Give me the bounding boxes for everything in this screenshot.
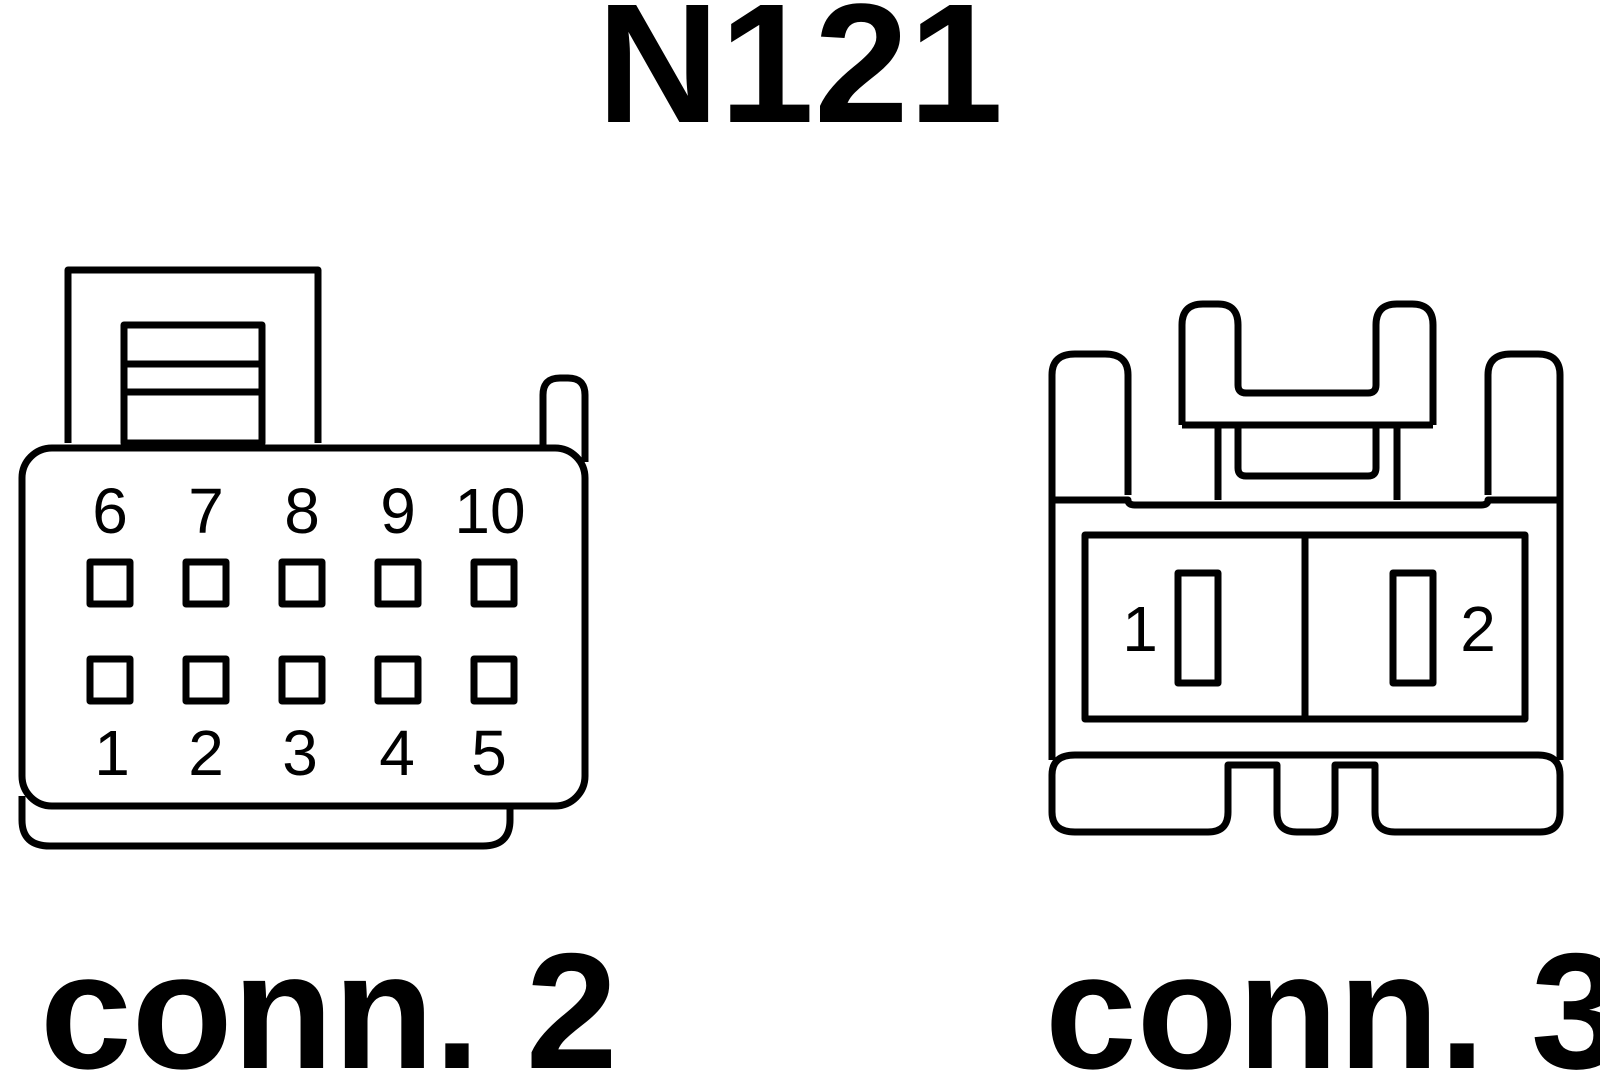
- conn3-left-ear: [1048, 350, 1132, 500]
- conn2-pin-row-bottom: [86, 655, 518, 705]
- conn3-latch-pocket: [1234, 425, 1380, 480]
- conn2-pin-5: [470, 655, 518, 705]
- conn2-pin-1: [86, 655, 134, 705]
- conn2-pin-label: 1: [94, 717, 130, 789]
- connector-3: 1 2: [1048, 300, 1564, 836]
- conn2-pin-label: 3: [282, 717, 318, 789]
- conn3-base: [1048, 751, 1564, 836]
- conn3-pin-1: [1174, 569, 1222, 687]
- conn2-pin-label: 5: [471, 717, 507, 789]
- conn2-bottom-lip: [18, 796, 514, 850]
- conn2-pin-label: 10: [454, 475, 525, 547]
- conn2-pin-6: [86, 558, 134, 608]
- conn2-pin-label: 7: [188, 475, 224, 547]
- conn2-pin-8: [278, 558, 326, 608]
- conn2-pin-row-top: [86, 558, 518, 608]
- conn2-pin-label: 4: [379, 717, 415, 789]
- conn3-label: conn. 3: [1045, 919, 1600, 1086]
- conn2-pin-9: [374, 558, 422, 608]
- conn2-latch: [64, 266, 322, 443]
- conn2-latch-inner: [120, 321, 266, 447]
- conn2-label: conn. 2: [40, 919, 618, 1086]
- connector-2: 6 7 8 9 10 1 2 3 4 5: [18, 266, 589, 850]
- conn2-pin-label: 6: [92, 475, 128, 547]
- conn3-shoulder: [1052, 496, 1560, 509]
- conn2-pin-7: [182, 558, 230, 608]
- conn3-pin-2: [1389, 569, 1437, 687]
- conn3-pin-label: 1: [1122, 593, 1158, 665]
- conn2-pin-label: 2: [188, 717, 224, 789]
- conn2-body: [18, 444, 589, 810]
- conn2-pin-2: [182, 655, 230, 705]
- conn2-pin-10: [470, 558, 518, 608]
- diagram-title: N121: [597, 0, 1003, 159]
- conn3-top-latch: [1178, 300, 1437, 425]
- conn2-side-tab: [539, 374, 589, 462]
- conn3-pin-label: 2: [1460, 593, 1496, 665]
- conn2-pin-3: [278, 655, 326, 705]
- conn2-pin-label: 8: [284, 475, 320, 547]
- conn2-pin-4: [374, 655, 422, 705]
- conn3-right-ear: [1484, 350, 1564, 500]
- conn2-pin-label: 9: [380, 475, 416, 547]
